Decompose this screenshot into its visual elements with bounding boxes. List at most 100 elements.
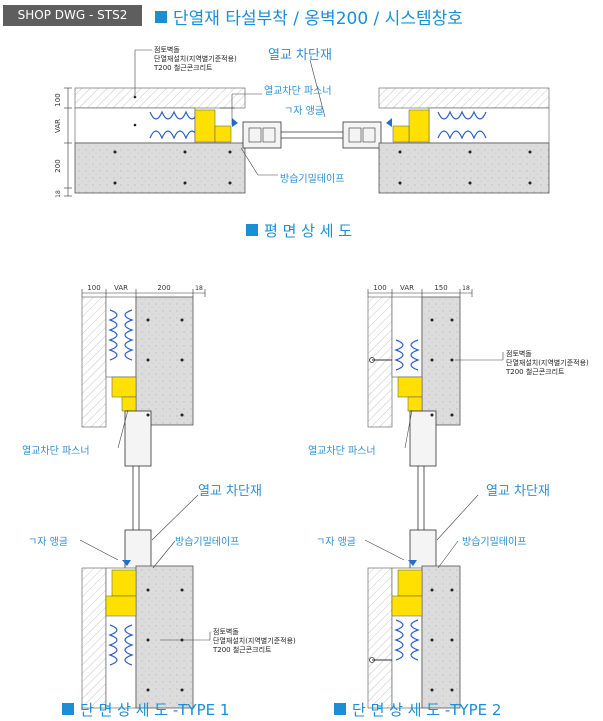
section1-dimension-line [81,289,206,297]
section1-insulation-upper [105,296,137,378]
plan-angle-marker-left [232,118,238,127]
section1-brick-upper [81,296,107,428]
plan-note-concrete: T200 철근콘크리트 [154,64,213,72]
plan-thermal-break-left [194,109,216,143]
section1-label-tape: 방습기밀테이프 [175,537,240,548]
plan-dim-200: 200 [54,159,62,172]
section2-label-tape: 방습기밀테이프 [462,537,527,548]
section2-note-insulation: 단열재설치(지역별기준적용) [506,359,589,367]
section2-window-head [409,410,437,467]
plan-brick-right [378,87,550,109]
section2-notes: 점토벽돌 단열재설치(지역별기준적용) T200 철근콘크리트 [506,350,589,377]
section2-brick-lower [367,567,393,709]
plan-insulation-right [428,107,550,144]
section1-note-concrete: T200 철근콘크리트 [213,646,272,654]
section2-concrete-lower [421,565,461,709]
drawing-title-text: 단열재 타설부착 / 옹벽200 / 시스템창호 [173,9,463,29]
section1-concrete-upper [135,296,194,426]
plan-section-title-text: 평 면 상 세 도 [264,222,353,240]
section1-title: 단 면 상 세 도 -TYPE 1 [62,699,229,720]
plan-window-frame-right [342,121,382,149]
section2-dim-var: VAR [400,284,414,292]
section1-window-sill [124,529,152,571]
section1-detail: 100 VAR 200 18 [79,284,211,709]
section1-concrete-lower [135,565,194,709]
section2-bolt-lower [369,657,375,663]
plan-thermal-break-right-2 [392,125,410,143]
section2-dimension-line [367,289,473,297]
section2-rebar-dots [430,318,454,692]
section1-coil-upper [108,309,118,361]
section2-angle-marker [408,560,417,566]
section2-note-brick: 점토벽돌 [506,350,532,358]
section1-title-text: 단 면 상 세 도 -TYPE 1 [80,701,230,719]
section2-dim-100: 100 [373,284,386,292]
plan-window-frame-left-inner [248,127,262,143]
plan-window-frame-left [242,121,282,149]
plan-insulation-coil-left-2 [149,130,199,140]
section2-insulation-upper [391,296,423,378]
plan-dim-100: 100 [54,93,62,106]
plan-window-frame-right-inner [348,127,362,143]
section1-coil-lower [108,624,118,666]
plan-detail: 100 VAR 200 18 [54,49,550,198]
section2-label-angle: ㄱ자 앵글 [316,537,356,548]
plan-concrete-left [74,142,246,194]
section1-title-square-icon [62,702,74,715]
section1-dim-200: 200 [157,284,170,292]
section2-note-concrete: T200 철근콘크리트 [506,368,565,376]
plan-insulation-coil-left [149,110,199,120]
plan-label-tape: 방습기밀테이프 [280,174,345,185]
plan-leader-lines [134,49,326,176]
plan-insulation-coil-right-2 [437,130,487,140]
plan-window-frame-left-inner-2 [262,127,276,143]
plan-dim-var: VAR [54,119,62,133]
plan-insulation-coil-right [437,110,487,120]
plan-notes: 점토벽돌 단열재설치(지역별기준적용) T200 철근콘크리트 [154,46,237,73]
plan-title-square-icon [246,223,258,236]
plan-brick-left [74,87,246,109]
section1-dim-var: VAR [114,284,128,292]
section1-note-brick: 점토벽돌 [213,628,239,636]
section2-brick-upper [367,296,393,428]
section2-dim-18: 18 [462,285,470,292]
section2-title-square-icon [334,702,346,715]
section2-bolt-upper [369,357,375,363]
section1-window-head [124,410,152,467]
plan-angle-marker-right [386,118,392,127]
section1-label-thermal-spacer: 열교차단 파스너 [22,446,90,457]
section2-coil-lower-2 [410,619,420,661]
drawing-tag: SHOP DWG - STS2 [3,5,142,26]
plan-thermal-break-left-2 [214,125,232,143]
section1-coil-lower-2 [124,624,134,666]
section2-thermal-break-upper-2 [407,396,423,412]
section1-brick-lower [81,567,107,709]
section2-coil-upper-2 [410,339,420,371]
section1-thermal-break-upper [111,376,137,398]
section2-coil-lower [394,619,404,661]
plan-label-thermal-spacer: 열교차단 파스너 [264,86,332,97]
drawing-title: 단열재 타설부착 / 옹벽200 / 시스템창호 [155,4,463,29]
plan-label-thermal-break: 열교 차단재 [268,48,332,63]
section1-thermal-break-lower [111,569,137,597]
section2-label-thermal-break: 열교 차단재 [486,484,550,499]
section2-coil-upper [394,339,404,371]
section2-thermal-break-upper [397,376,423,398]
title-square-icon [155,11,167,23]
section1-coil-upper-2 [124,309,134,361]
plan-thermal-break-right [408,109,430,143]
section1-label-angle: ㄱ자 앵글 [28,537,68,548]
section1-dim-100: 100 [87,284,100,292]
plan-window-frame-right-inner-2 [362,127,376,143]
section2-title: 단 면 상 세 도 -TYPE 2 [334,699,501,720]
section1-dim-18: 18 [195,285,203,292]
plan-rebar-dots [113,95,532,185]
section1-label-thermal-break: 열교 차단재 [198,484,262,499]
section1-rebar-dots [146,318,184,692]
section2-title-text: 단 면 상 세 도 -TYPE 2 [352,701,502,719]
section2-concrete-upper [421,296,461,426]
section2-label-thermal-spacer: 열교차단 파스너 [308,446,376,457]
plan-label-angle: ㄱ자 앵글 [284,106,324,117]
section1-note-insulation: 단열재설치(지역별기준적용) [213,637,296,645]
